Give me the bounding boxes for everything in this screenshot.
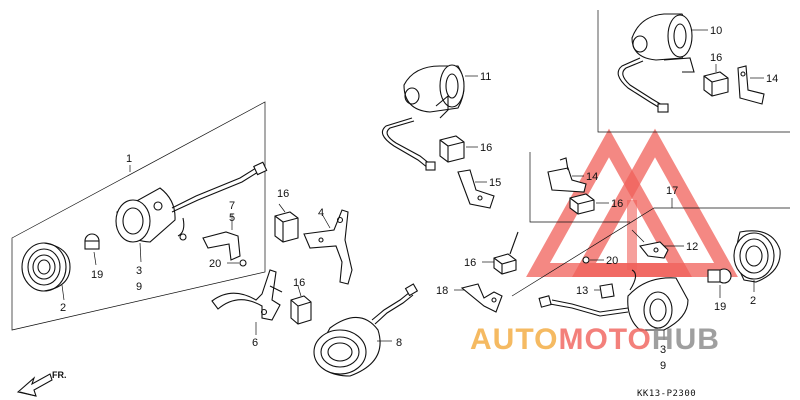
front-right-winker-group bbox=[454, 198, 790, 340]
callout-16: 16 bbox=[464, 257, 476, 269]
winker-lens-icon bbox=[313, 316, 381, 377]
relay-icon bbox=[569, 193, 595, 215]
assembly-box-outline bbox=[511, 207, 790, 297]
front-left-winker-group bbox=[11, 101, 268, 331]
callout-19: 19 bbox=[91, 269, 103, 281]
winker-housing-icon bbox=[115, 187, 176, 243]
callout-14: 14 bbox=[586, 171, 598, 183]
bulb-icon bbox=[707, 268, 732, 284]
direction-label: FR. bbox=[52, 370, 67, 380]
stay-icon bbox=[211, 269, 283, 321]
callout-9: 9 bbox=[136, 281, 142, 293]
callout-2: 2 bbox=[60, 302, 66, 314]
bolt-icon bbox=[582, 256, 590, 264]
callout-2: 2 bbox=[750, 295, 756, 307]
bracket-icon bbox=[547, 157, 587, 193]
callout-16: 16 bbox=[480, 142, 492, 154]
callout-11: 11 bbox=[480, 71, 491, 83]
bracket-icon bbox=[457, 169, 495, 209]
callout-4: 4 bbox=[318, 207, 324, 219]
winker-wire-icon bbox=[538, 269, 637, 317]
callout-5: 5 bbox=[229, 212, 235, 224]
bracket-icon bbox=[639, 241, 669, 259]
callout-9: 9 bbox=[660, 360, 666, 372]
group-box-outline bbox=[529, 152, 630, 223]
winker-lens-icon bbox=[733, 230, 781, 283]
indicator-housing-icon bbox=[631, 13, 693, 61]
callout-17: 17 bbox=[666, 185, 678, 197]
callout-1: 1 bbox=[126, 153, 132, 165]
callout-8: 8 bbox=[396, 337, 402, 349]
bolt-icon bbox=[239, 259, 247, 267]
rear-winker-group bbox=[313, 283, 419, 377]
callout-10: 10 bbox=[710, 25, 722, 37]
callout-16: 16 bbox=[293, 277, 305, 289]
watermark-part-1: AUTOMOTOHUB bbox=[470, 323, 720, 356]
winker-housing-icon bbox=[627, 277, 689, 331]
callout-19: 19 bbox=[714, 301, 726, 313]
callout-15: 15 bbox=[489, 177, 501, 189]
watermark-text: AUTOMOTOHUB bbox=[470, 323, 720, 356]
winker-lens-icon bbox=[21, 242, 71, 292]
mount-bracket-icon bbox=[202, 231, 241, 261]
relay-icon bbox=[290, 285, 312, 325]
group-box-outline bbox=[597, 10, 790, 133]
relay-icon bbox=[493, 231, 519, 275]
callout-18: 18 bbox=[436, 285, 448, 297]
relay-icon bbox=[703, 64, 729, 97]
callout-16: 16 bbox=[277, 188, 289, 200]
indicator-10-group bbox=[597, 10, 790, 133]
callout-3: 3 bbox=[660, 344, 666, 356]
assembly-box-outline bbox=[11, 101, 266, 331]
bracket-icon bbox=[737, 65, 765, 105]
diagram-code: KK13-P2300 bbox=[637, 389, 696, 399]
callout-16: 16 bbox=[611, 198, 623, 210]
callout-20: 20 bbox=[606, 255, 618, 267]
bulb-icon bbox=[84, 233, 100, 250]
callout-12: 12 bbox=[686, 241, 698, 253]
indicator-housing-icon bbox=[403, 64, 465, 113]
center-bracket-group bbox=[211, 203, 353, 335]
indicator-11-group bbox=[381, 64, 495, 209]
bracket-icon bbox=[303, 209, 353, 285]
callout-13: 13 bbox=[576, 285, 588, 297]
callout-16: 16 bbox=[710, 52, 722, 64]
callout-14: 14 bbox=[766, 73, 778, 85]
callout-3: 3 bbox=[136, 265, 142, 277]
winker-wire-icon bbox=[171, 161, 268, 241]
bracket-icon bbox=[460, 283, 503, 313]
relay-bracket-box-group bbox=[529, 152, 630, 223]
callout-6: 6 bbox=[252, 337, 258, 349]
callout-20: 20 bbox=[209, 258, 221, 270]
callout-7: 7 bbox=[229, 200, 235, 212]
front-direction-arrow-icon bbox=[16, 373, 53, 397]
bracket-icon bbox=[599, 283, 615, 299]
relay-icon bbox=[274, 203, 299, 243]
relay-icon bbox=[439, 135, 465, 163]
